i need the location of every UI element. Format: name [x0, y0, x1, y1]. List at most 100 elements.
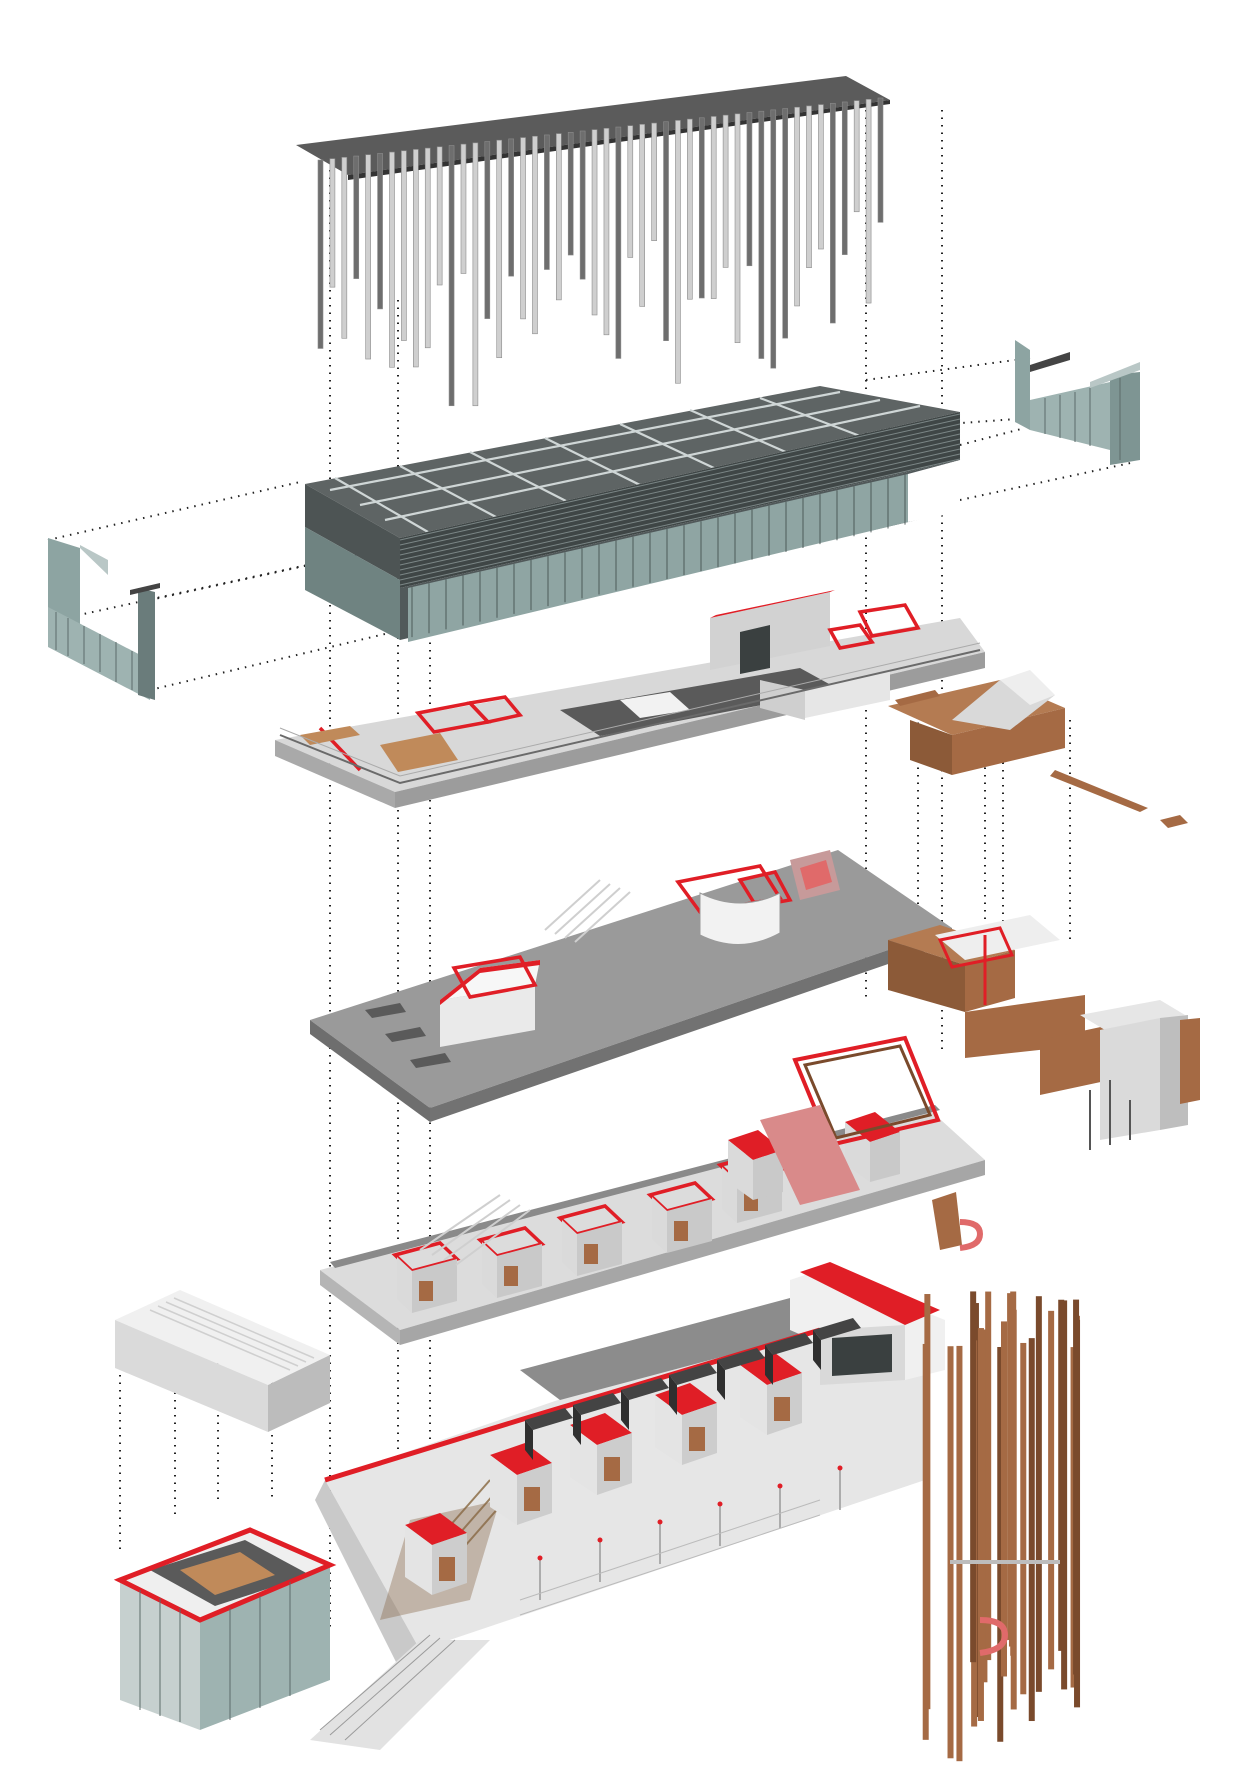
- kiosk: [717, 1348, 765, 1370]
- hanging-rod: [770, 109, 777, 369]
- timber-column-tower: [922, 1291, 1081, 1762]
- timber-column: [1061, 1300, 1068, 1690]
- timber-column: [981, 1329, 988, 1683]
- pod-roof: [405, 1513, 467, 1545]
- pod-wall: [728, 1140, 753, 1200]
- pod-wall: [562, 1220, 577, 1276]
- hanging-rod: [436, 146, 443, 286]
- pod-roof: [490, 1443, 552, 1475]
- timber-column: [985, 1291, 992, 1661]
- pod-roof: [728, 1130, 783, 1160]
- hanging-rod: [746, 112, 753, 267]
- hanging-rod: [579, 130, 586, 280]
- kiosk: [813, 1318, 861, 1340]
- hanging-rod: [877, 97, 884, 223]
- second-floor-plate: [320, 1035, 985, 1345]
- timber-column: [924, 1294, 931, 1710]
- timber-column: [977, 1328, 984, 1721]
- timber-column: [1035, 1296, 1042, 1692]
- pod-wall: [397, 1257, 412, 1313]
- pod-counter: [419, 1281, 433, 1301]
- hanging-rod: [865, 99, 872, 304]
- pod-wall: [870, 1132, 900, 1182]
- hanging-rod: [520, 137, 526, 320]
- kiosk: [669, 1363, 717, 1385]
- hanging-rod: [365, 154, 371, 360]
- hanging-rod: [317, 159, 324, 349]
- pod-counter: [774, 1397, 790, 1421]
- kiosk: [573, 1405, 581, 1445]
- hanging-rod: [424, 147, 431, 349]
- kiosk: [813, 1330, 821, 1370]
- hanging-rod: [687, 118, 693, 300]
- hanging-rod: [544, 134, 550, 270]
- hanging-rod: [794, 106, 800, 307]
- lamp-head: [597, 1537, 603, 1543]
- kiosk: [717, 1360, 725, 1400]
- kiosk: [669, 1375, 677, 1415]
- hanging-rod: [782, 108, 788, 339]
- hanging-rod: [603, 128, 610, 336]
- hanging-rod: [555, 133, 562, 301]
- kiosk: [525, 1420, 533, 1460]
- pod-counter: [439, 1557, 455, 1581]
- hanging-rod: [758, 110, 765, 359]
- pod-wall: [405, 1525, 432, 1595]
- timber-column: [1000, 1321, 1007, 1677]
- pod-wall: [652, 1197, 667, 1253]
- hanging-rod: [806, 105, 812, 268]
- pod-counter: [674, 1221, 688, 1241]
- pod-counter: [689, 1427, 705, 1451]
- hanging-rod: [460, 143, 467, 274]
- ground-floor-plate: [310, 1262, 945, 1750]
- hanging-rod: [448, 145, 455, 407]
- lamp-head: [537, 1555, 543, 1561]
- hanging-rod: [329, 158, 336, 288]
- hanging-rod: [830, 102, 836, 324]
- hanging-rod: [389, 151, 395, 368]
- timber-column: [1048, 1310, 1055, 1670]
- pod-counter: [504, 1266, 518, 1286]
- hanging-rod: [496, 139, 503, 359]
- hanging-rod: [508, 138, 514, 277]
- kiosk: [765, 1333, 813, 1355]
- timber-column: [947, 1346, 954, 1759]
- pod-wall: [482, 1242, 497, 1298]
- hanging-rod: [698, 117, 705, 299]
- upper-floor-plate: [275, 590, 985, 808]
- timber-column: [970, 1291, 977, 1663]
- hanging-rod: [591, 129, 598, 316]
- pod-counter: [604, 1457, 620, 1481]
- hanging-rod: [734, 113, 741, 344]
- kiosk: [765, 1345, 773, 1385]
- third-floor-plate: [310, 850, 952, 1122]
- timber-annex-mid: [888, 915, 1200, 1150]
- hanging-rod: [663, 121, 669, 341]
- kiosk: [621, 1378, 669, 1400]
- hanging-rod: [472, 142, 479, 407]
- hanging-rod: [615, 126, 622, 359]
- end-walls-west: [48, 538, 160, 700]
- tower-stair: [979, 1617, 1009, 1656]
- hanging-rod: [841, 101, 848, 255]
- pod-wall: [570, 1425, 597, 1495]
- hanging-rod: [818, 104, 824, 250]
- pod-wall: [753, 1150, 783, 1200]
- hanging-rod: [413, 149, 419, 368]
- kiosk: [573, 1393, 621, 1415]
- hanging-rod: [710, 116, 717, 299]
- hanging-rod: [627, 125, 634, 258]
- pod-roof: [570, 1413, 632, 1445]
- hanging-rod: [532, 135, 538, 335]
- tower-platform: [950, 1560, 1060, 1564]
- timber-column: [1020, 1342, 1027, 1695]
- end-walls-east: [1015, 340, 1140, 465]
- pod-counter: [524, 1487, 540, 1511]
- lamp-head: [837, 1465, 843, 1471]
- hanging-rod: [853, 100, 860, 213]
- hanging-rod: [377, 153, 383, 310]
- hanging-rod: [651, 122, 657, 241]
- entrance-pavilion: [113, 1290, 337, 1730]
- kiosk: [621, 1390, 629, 1430]
